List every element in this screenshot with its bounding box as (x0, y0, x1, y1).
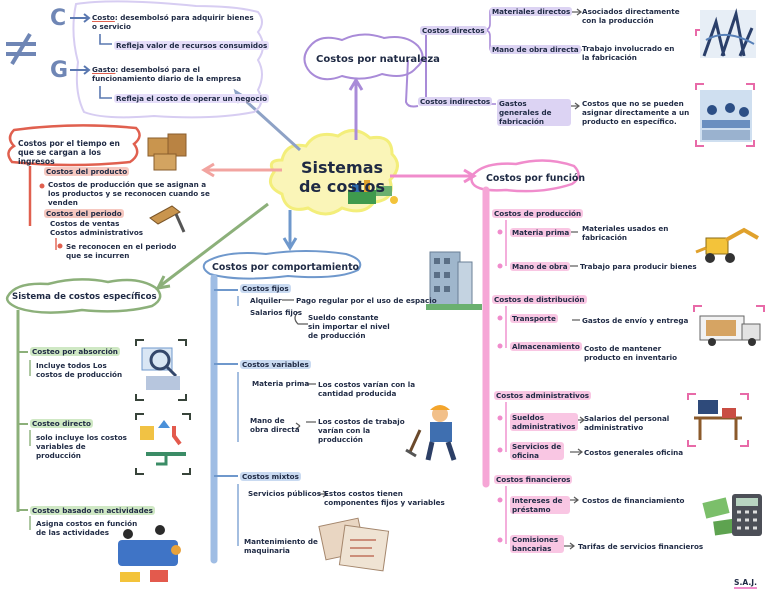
especificos-actividades-desc: Asigna costos en función de las activida… (36, 519, 138, 537)
gasto-term: Gasto (92, 65, 116, 74)
especificos-directo-desc: solo incluye los costos variables de pro… (36, 433, 127, 460)
costo-term: Costo (92, 13, 115, 22)
funcion-almacenamiento: Almacenamiento (510, 342, 582, 351)
gasto-definition: Gasto: desembolsó para el funcionamiento… (92, 65, 260, 83)
funcion-sueldos-desc: Salarios del personal administrativo (584, 414, 670, 432)
gasto-letter: G (50, 58, 69, 83)
costo-def-text: : desembolsó para adquirir bienes o serv… (92, 13, 254, 31)
comportamiento-mantenimiento: Mantenimiento de maquinaria (244, 537, 318, 555)
naturaleza-mano-desc: Trabajo involucrado en la fabricación (582, 44, 675, 62)
tiempo-ventas: Costos de ventas (50, 219, 120, 228)
tiempo-periodo-desc: Se reconocen en el periodo que se incurr… (66, 242, 177, 260)
comportamiento-materia-desc: Los costos varían con la cantidad produc… (318, 380, 416, 398)
funcion-transporte-desc: Gastos de envío y entrega (582, 316, 689, 325)
comportamiento-mano-desc: Los costos de trabajo varían con la prod… (318, 417, 405, 444)
funcion-intereses: Intereses de préstamo (510, 496, 570, 514)
gasto-note: Refleja el costo de operar un negocio (114, 94, 270, 103)
comportamiento-variables: Costos variables (240, 360, 311, 369)
funcion-materia: Materia prima (510, 228, 572, 237)
comportamiento-materia: Materia prima (252, 379, 310, 388)
comportamiento-alquiler-desc: Pago regular por el uso de espacio (296, 296, 437, 305)
comportamiento-servicios: Servicios públicos (248, 489, 321, 498)
funcion-comisiones-desc: Tarifas de servicios financieros (578, 542, 704, 551)
costo-note: Refleja valor de recursos consumidos (114, 41, 270, 50)
funcion-produccion: Costos de producción (492, 209, 584, 218)
signature: S.A.J. (734, 578, 757, 589)
funcion-title: Costos por función (486, 173, 586, 184)
especificos-title: Sistema de costos específicos (12, 292, 157, 302)
comportamiento-servicios-desc: Estos costos tienen componentes fijos y … (324, 489, 445, 507)
funcion-oficina: Servicios de oficina (510, 442, 564, 460)
funcion-distribucion: Costos de distribución (492, 295, 587, 304)
comportamiento-salarios-desc: Sueldo constante sin importar el nivel d… (308, 313, 390, 340)
costo-definition: Costo: desembolsó para adquirir bienes o… (92, 13, 260, 31)
tiempo-title: Costos por el tiempo en que se cargan a … (18, 139, 120, 166)
comportamiento-title: Costos por comportamiento (212, 262, 359, 273)
naturaleza-generales-desc: Costos que no se pueden asignar directam… (582, 99, 690, 126)
costo-letter: C (50, 6, 67, 31)
funcion-administrativos: Costos administrativos (494, 391, 592, 400)
naturaleza-title: Costos por naturaleza (316, 54, 440, 65)
comportamiento-mixtos: Costos mixtos (240, 472, 301, 481)
funcion-mano: Mano de obra (510, 262, 570, 271)
especificos-absorcion: Costeo por absorción (30, 347, 120, 356)
gasto-def-text: : desembolsó para el funcionamiento diar… (92, 65, 242, 83)
especificos-absorcion-desc: Incluye todos Los costos de producción (36, 361, 123, 379)
comportamiento-mano: Mano de obra directa (250, 416, 300, 434)
naturaleza-materiales-desc: Asociados directamente con la producción (582, 7, 680, 25)
especificos-directo: Costeo directo (30, 419, 93, 428)
funcion-sueldos: Sueldos administrativos (510, 413, 578, 431)
naturaleza-generales: Gastos generales de fabricación (497, 99, 571, 126)
naturaleza-indirectos: Costos indirectos (418, 97, 493, 106)
funcion-mano-desc: Trabajo para producir bienes (580, 262, 697, 271)
tiempo-administrativos: Costos administrativos (50, 228, 144, 237)
tiempo-producto-desc: Costos de producción que se asignan a lo… (48, 180, 210, 207)
funcion-intereses-desc: Costos de financiamiento (582, 496, 685, 505)
tiempo-periodo: Costos del periodo (44, 209, 124, 218)
funcion-almacenamiento-desc: Costo de mantener producto en inventario (584, 344, 678, 362)
naturaleza-materiales: Materiales directos (490, 7, 573, 16)
funcion-materia-desc: Materiales usados en fabricación (582, 224, 669, 242)
funcion-financieros: Costos financieros (494, 475, 573, 484)
tiempo-producto: Costos del producto (44, 167, 130, 176)
naturaleza-directos: Costos directos (420, 26, 487, 35)
comportamiento-fijos: Costos fijos (240, 284, 291, 293)
funcion-oficina-desc: Costos generales oficina (584, 448, 684, 457)
center-title: Sistemas de costos (298, 158, 386, 196)
especificos-actividades: Costeo basado en actividades (30, 506, 155, 515)
comportamiento-salarios: Salarios fijos (250, 308, 303, 317)
funcion-transporte: Transporte (510, 314, 558, 323)
naturaleza-mano: Mano de obra directa (490, 45, 581, 54)
comportamiento-alquiler: Alquiler (250, 296, 282, 305)
funcion-comisiones: Comisiones bancarias (510, 535, 564, 553)
